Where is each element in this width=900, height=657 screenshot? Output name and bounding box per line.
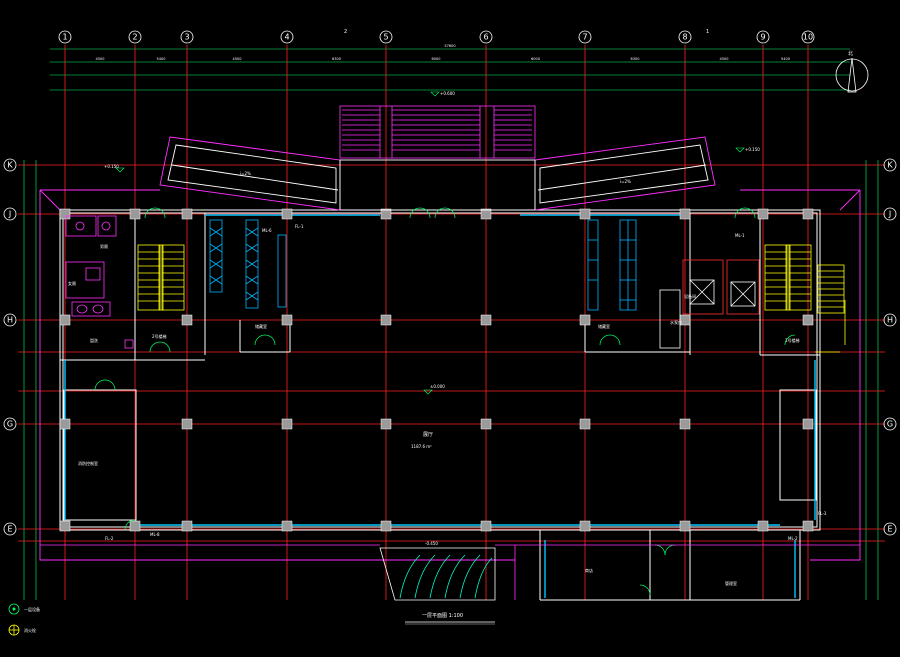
room-control: 消防控制室	[78, 460, 98, 466]
sub-dimension-4: 6300	[332, 57, 341, 61]
axis-G-right: G	[887, 420, 893, 429]
top-dimension-lines	[23, 48, 879, 600]
axis-2-label: 2	[132, 33, 137, 42]
tag-fl1: FL-1	[295, 224, 304, 229]
elev-mark-4: -0.450	[425, 541, 438, 546]
axis-9-label: 9	[760, 33, 765, 42]
axis-E-left: E	[7, 525, 12, 534]
tag-fl3: FL-3	[818, 511, 827, 516]
north-label: 北	[848, 50, 853, 57]
section-marker-2: 2	[344, 29, 347, 35]
elev-mark-1: +0.600	[440, 91, 455, 96]
legend-hydrant-label: 消火栓	[24, 627, 36, 633]
room-wash: 盥洗	[90, 337, 98, 343]
section-marker-1: 1	[706, 29, 709, 35]
axis-1-label: 1	[62, 33, 67, 42]
room-machine: 设备间	[684, 293, 696, 299]
tag-ml2: ML-2	[788, 536, 798, 541]
axis-4-label: 4	[284, 33, 289, 42]
stair-left	[137, 244, 185, 311]
axis-7-label: 7	[582, 33, 587, 42]
room-stair-1: 1号楼梯	[785, 337, 800, 343]
tag-fl2: FL-2	[105, 536, 114, 541]
room-office: 管理室	[725, 580, 737, 586]
axis-bubbles-side	[3, 158, 897, 536]
axis-6-label: 6	[483, 33, 488, 42]
elev-mark-2: +0.150	[104, 164, 119, 169]
sub-dimension-5: 6000	[432, 57, 441, 61]
main-hall-area: 1187.6 m²	[411, 444, 432, 449]
axis-H-right: H	[887, 316, 893, 325]
axis-H-left: H	[7, 316, 13, 325]
rear-ramp	[379, 547, 496, 601]
axis-bubbles-top	[58, 30, 815, 44]
room-storage-left: 储藏室	[255, 323, 267, 329]
toilet-fixtures	[65, 215, 134, 349]
axis-5-label: 5	[383, 33, 388, 42]
canopy-slope-right: i=2%	[620, 179, 631, 184]
axis-8-label: 8	[682, 33, 687, 42]
stair-right	[764, 244, 846, 353]
sub-dimension-3: 4500	[233, 57, 242, 61]
north-arrow-icon: 北	[835, 50, 869, 93]
axis-J-left: J	[8, 210, 11, 219]
elev-mark-5: +0.150	[745, 147, 760, 152]
display-racks	[209, 219, 637, 311]
glazing	[64, 214, 816, 598]
legend-equipment-icon	[8, 603, 20, 615]
axis-J-right: J	[888, 210, 891, 219]
pipe-tags: FL-1 ML-6 ML-1 FL-2 ML-8 FL-3 ML-2	[105, 224, 827, 541]
room-labels: 展厅 1187.6 m² 储藏室 储藏室 2号楼梯 1号楼梯 商店 管理室 男厕…	[68, 243, 800, 586]
axis-letters-side: K J H G E K J H G E	[7, 161, 893, 534]
tag-ml8: ML-8	[150, 532, 160, 537]
drawing-title: 一层平面图 1:100	[422, 613, 463, 619]
tag-ml1: ML-1	[735, 233, 745, 238]
exterior-walls	[59, 209, 821, 601]
structural-grid	[18, 45, 885, 600]
room-storage-right: 储藏室	[598, 323, 610, 329]
room-stair-2: 2号楼梯	[152, 333, 167, 339]
sub-dimension-6: 6000	[531, 57, 540, 61]
building-outline	[39, 189, 861, 561]
elevator-shafts	[659, 259, 760, 349]
room-pump: 水泵房	[670, 319, 682, 325]
axis-3-label: 3	[184, 33, 189, 42]
room-toilet-m: 男厕	[100, 243, 108, 249]
sub-dimension-2: 5400	[157, 57, 166, 61]
axis-K-left: K	[7, 161, 13, 170]
columns	[59, 208, 814, 532]
tag-ml6: ML-6	[262, 228, 272, 233]
sub-dimension-1: 4500	[96, 57, 105, 61]
canopy-slope-left: i=2%	[240, 171, 251, 176]
axis-numbers-top: 1 2 3 4 5 6 7 8 9 10	[62, 33, 813, 42]
legend: 一层设备 消火栓	[8, 603, 40, 636]
axis-10-label: 10	[803, 33, 813, 42]
axis-K-right: K	[887, 161, 893, 170]
entry-steps	[339, 105, 536, 159]
room-toilet-f: 女厕	[68, 280, 76, 286]
sub-dimension-9: 5400	[781, 57, 790, 61]
main-hall-label: 展厅	[423, 432, 433, 438]
sub-dimension-8: 4500	[720, 57, 729, 61]
sub-dimension-7: 6300	[631, 57, 640, 61]
axis-G-left: G	[7, 420, 13, 429]
overall-dimension: 57600	[444, 44, 455, 48]
room-shop: 商店	[585, 567, 593, 573]
legend-equipment-label: 一层设备	[24, 606, 40, 612]
axis-E-right: E	[887, 525, 892, 534]
rear-outline	[40, 544, 860, 600]
entrance-canopy	[159, 136, 716, 211]
elevation-marks: +0.600 +0.150 +0.150 ±0.000 -0.450	[104, 91, 760, 546]
drawing-title-block: 一层平面图 1:100	[405, 613, 495, 625]
elev-mark-3: ±0.000	[430, 384, 445, 389]
